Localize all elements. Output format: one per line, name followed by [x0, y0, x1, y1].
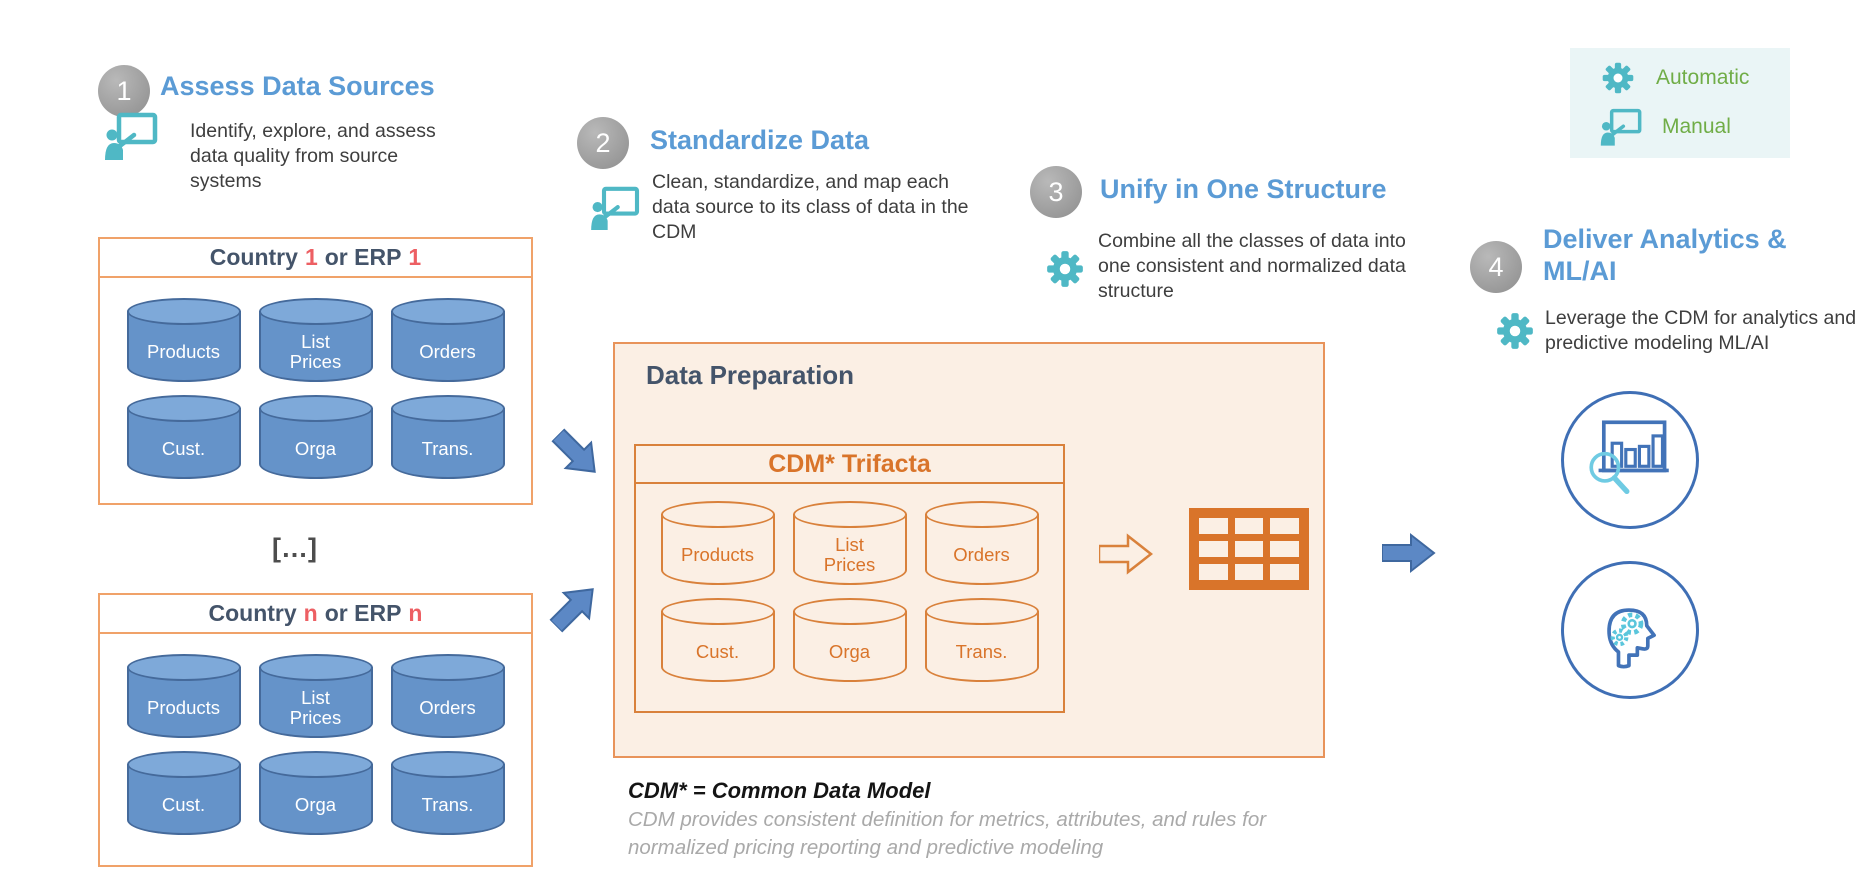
step-2-number: 2: [577, 117, 629, 169]
flow-arrow-icon: [544, 421, 609, 486]
country-1-prefix: Country: [209, 244, 298, 270]
ml-ai-circle: [1561, 561, 1699, 699]
gear-icon: [1047, 251, 1083, 287]
database-cylinder: Products: [126, 298, 241, 382]
analytics-chart-icon: [1589, 420, 1669, 495]
country-n-mid: or ERP: [324, 600, 402, 626]
database-cylinder: Trans.: [390, 395, 505, 479]
data-preparation-box: Data Preparation CDM* Trifacta Products …: [613, 342, 1325, 758]
ml-ai-head-icon: [1607, 608, 1656, 669]
legend-row-automatic: Automatic: [1600, 60, 1790, 96]
data-preparation-title: Data Preparation: [646, 360, 855, 390]
legend-row-manual: Manual: [1600, 108, 1790, 146]
manual-icon: [104, 112, 158, 160]
step-3-title: Unify in One Structure: [1100, 174, 1387, 204]
country-1-box: Country 1 or ERP 1 Products List Prices …: [98, 237, 533, 505]
country-n-header: Country n or ERP n: [100, 595, 531, 634]
database-cylinder: Trans.: [924, 598, 1039, 682]
transform-arrow-icon: [1099, 534, 1153, 574]
manual-icon: [590, 186, 640, 230]
step-2-title: Standardize Data: [650, 125, 870, 155]
database-cylinder: Orga: [258, 751, 373, 835]
flow-arrow-icon: [542, 575, 607, 640]
country-1-mid: or ERP: [324, 244, 402, 270]
cdm-trifacta-box: CDM* Trifacta Products List Prices Order…: [634, 444, 1065, 713]
step-4-title: Deliver Analytics & ML/AI: [1543, 224, 1787, 286]
more-sources-ellipsis: […]: [272, 533, 317, 563]
step-3-description: Combine all the classes of data into one…: [1098, 230, 1406, 302]
database-cylinder: Products: [126, 654, 241, 738]
step-4-description: Leverage the CDM for analytics and predi…: [1545, 307, 1856, 354]
database-cylinder: List Prices: [258, 654, 373, 738]
unified-table-icon: [1189, 508, 1309, 590]
country-1-num2: 1: [408, 244, 422, 270]
database-cylinder: Orders: [390, 298, 505, 382]
country-1-num: 1: [304, 244, 318, 270]
flow-arrow-icon: [1382, 534, 1435, 572]
country-n-num: n: [303, 600, 318, 626]
footnote-title: CDM* = Common Data Model: [628, 778, 931, 803]
footnote-line-1: CDM provides consistent definition for m…: [628, 808, 1267, 831]
cdm-trifacta-title: CDM* Trifacta: [636, 446, 1063, 484]
footnote-line-2: normalized pricing reporting and predict…: [628, 836, 1104, 859]
database-cylinder: List Prices: [792, 501, 907, 585]
database-cylinder: Cust.: [660, 598, 775, 682]
country-n-box: Country n or ERP n Products List Prices …: [98, 593, 533, 867]
manual-icon: [1600, 108, 1642, 146]
country-1-databases: Products List Prices Orders Cust. Orga T…: [100, 278, 531, 479]
step-4-number: 4: [1470, 241, 1522, 293]
country-n-prefix: Country: [208, 600, 297, 626]
database-cylinder: Orders: [924, 501, 1039, 585]
legend-label-automatic: Automatic: [1656, 66, 1750, 89]
gear-icon: [1602, 62, 1634, 94]
gear-icon: [1497, 313, 1533, 349]
analytics-circle: [1561, 391, 1699, 529]
database-cylinder: Orga: [792, 598, 907, 682]
country-1-header: Country 1 or ERP 1: [100, 239, 531, 278]
legend-label-manual: Manual: [1662, 115, 1731, 138]
database-cylinder: Cust.: [126, 395, 241, 479]
database-cylinder: List Prices: [258, 298, 373, 382]
database-cylinder: Orga: [258, 395, 373, 479]
database-cylinder: Orders: [390, 654, 505, 738]
country-n-num2: n: [408, 600, 423, 626]
step-3-number: 3: [1030, 166, 1082, 218]
step-2-description: Clean, standardize, and map each data so…: [652, 171, 969, 243]
cdm-databases: Products List Prices Orders Cust. Orga T…: [636, 484, 1063, 682]
step-1-description: Identify, explore, and assess data quali…: [190, 120, 436, 192]
country-n-databases: Products List Prices Orders Cust. Orga T…: [100, 634, 531, 835]
database-cylinder: Trans.: [390, 751, 505, 835]
database-cylinder: Products: [660, 501, 775, 585]
legend: Automatic Manual: [1570, 48, 1790, 158]
step-1-number: 1: [98, 65, 150, 117]
step-1-title: Assess Data Sources: [160, 71, 435, 101]
database-cylinder: Cust.: [126, 751, 241, 835]
